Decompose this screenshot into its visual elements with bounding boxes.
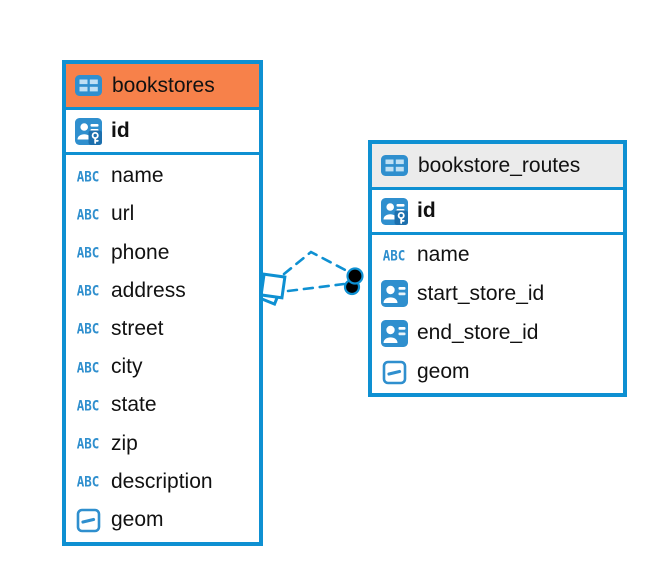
column-state[interactable]: ABC state [66,386,259,424]
column-label: phone [111,240,170,264]
column-address[interactable]: ABC address [66,272,259,310]
abc-glyph: ABC [382,247,406,264]
abc-glyph: ABC [76,435,100,452]
column-label: name [111,164,164,188]
table-header[interactable]: bookstore_routes [372,144,623,190]
column-name[interactable]: ABC name [66,157,259,195]
pk-section: id [372,190,623,235]
geometry-icon [73,508,103,533]
fk-line-end-store[interactable] [286,282,346,293]
foreign-key-icon [379,280,409,308]
column-label: url [111,202,135,226]
column-id[interactable]: id [66,110,259,155]
fk-line-start-store[interactable] [282,250,351,276]
column-label: state [111,393,157,417]
abc-glyph: ABC [76,167,100,185]
text-type-icon: ABC [379,247,409,264]
column-label: id [417,199,436,222]
fields-section: ABC name start_store_id end_store_id geom [372,235,623,393]
column-description[interactable]: ABC description [66,463,259,501]
column-label: end_store_id [417,321,539,345]
column-phone[interactable]: ABC phone [66,233,259,271]
column-label: geom [111,508,164,532]
column-start_store_id[interactable]: start_store_id [372,274,623,314]
table-icon [379,155,409,176]
column-label: id [111,119,130,142]
text-type-icon: ABC [73,320,103,338]
column-label: name [417,243,470,267]
abc-glyph: ABC [76,282,100,299]
column-geom[interactable]: geom [372,353,623,391]
table-icon [73,75,103,96]
column-label: address [111,278,186,302]
column-end_store_id[interactable]: end_store_id [372,314,623,354]
table-bookstore_routes[interactable]: bookstore_routes id ABC name start_store_… [368,140,627,397]
table-header[interactable]: bookstores [66,64,259,110]
column-label: description [111,469,213,493]
column-label: street [111,316,164,340]
text-type-icon: ABC [73,397,103,414]
abc-glyph: ABC [76,358,100,376]
text-type-icon: ABC [73,358,103,376]
primary-key-icon [379,197,409,225]
one-end-dot-marker[interactable] [343,267,364,296]
foreign-key-icon [379,319,409,347]
abc-glyph: ABC [76,397,100,414]
text-type-icon: ABC [73,282,103,299]
geometry-icon [379,360,409,385]
column-label: start_store_id [417,281,545,305]
pk-section: id [66,110,259,155]
abc-glyph: ABC [76,320,100,338]
abc-glyph: ABC [76,244,100,261]
column-zip[interactable]: ABC zip [66,424,259,462]
column-geom[interactable]: geom [66,501,259,540]
column-label: zip [111,431,138,455]
column-label: city [111,355,143,379]
table-title: bookstores [112,73,215,97]
column-street[interactable]: ABC street [66,310,259,348]
abc-glyph: ABC [76,473,100,490]
column-name[interactable]: ABC name [372,237,623,274]
relationship-lines[interactable] [282,250,351,293]
column-city[interactable]: ABC city [66,348,259,386]
table-title: bookstore_routes [418,153,581,177]
text-type-icon: ABC [73,244,103,261]
column-url[interactable]: ABC url [66,195,259,233]
text-type-icon: ABC [73,435,103,452]
abc-glyph: ABC [76,206,100,223]
column-id[interactable]: id [372,190,623,235]
text-type-icon: ABC [73,206,103,223]
text-type-icon: ABC [73,167,103,185]
column-label: geom [417,360,470,384]
primary-key-icon [73,117,103,145]
text-type-icon: ABC [73,473,103,490]
